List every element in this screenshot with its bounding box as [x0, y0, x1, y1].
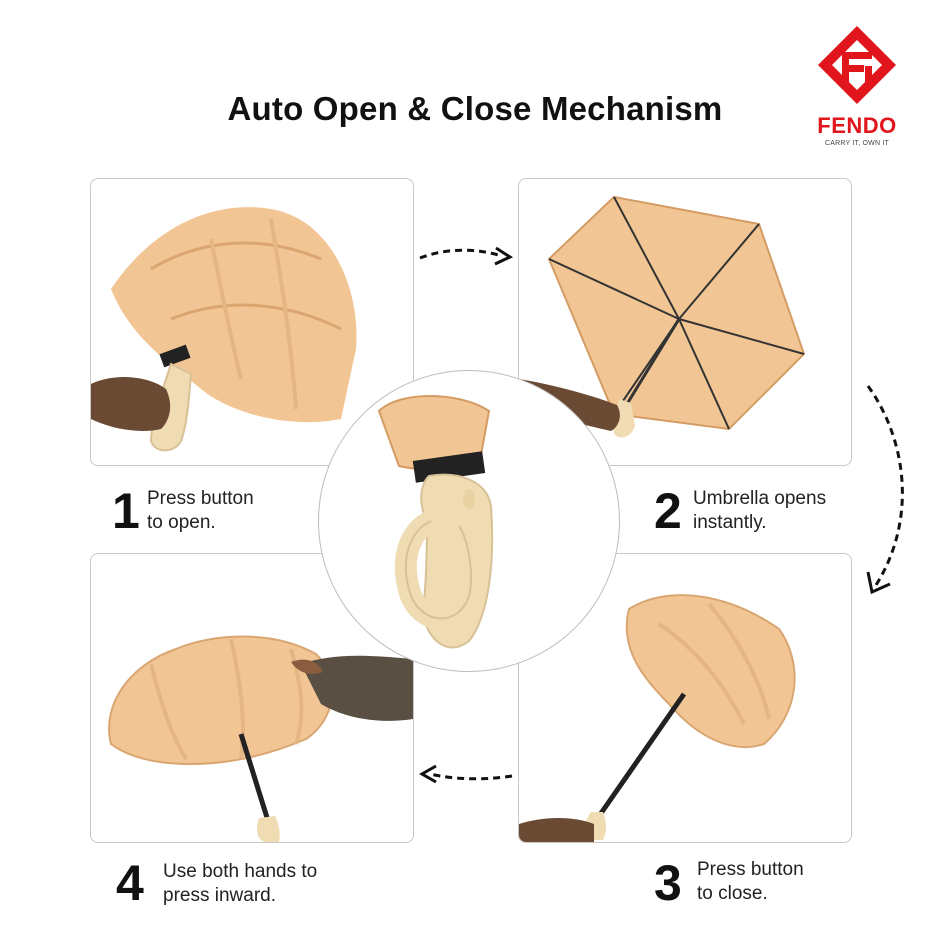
brand-tagline: CARRY IT, OWN IT [824, 140, 889, 147]
step-3-photo [518, 553, 852, 843]
arrow-right-icon [419, 246, 514, 266]
step-1-photo [90, 178, 414, 466]
open-umbrella-icon [519, 195, 806, 438]
arrow-left-icon [418, 764, 513, 784]
step-1-number: 1 [112, 483, 140, 539]
step-1-line1: Press button [147, 488, 254, 509]
step-4-line1: Use both hands to [163, 861, 318, 882]
brand-name: FENDO [817, 113, 897, 138]
step-2-number: 2 [654, 483, 682, 539]
step-3-line1: Press button [697, 859, 804, 880]
step-4-number: 4 [116, 855, 144, 911]
step-2-line2: instantly. [693, 512, 767, 533]
folded-umbrella-icon [91, 207, 357, 452]
closing-umbrella-icon [519, 594, 796, 842]
step-1-line2: to open. [147, 512, 216, 533]
handle-closeup [318, 370, 620, 672]
umbrella-handle-icon [377, 395, 494, 649]
step-2-line1: Umbrella opens [693, 488, 827, 509]
two-hand-close-icon [108, 635, 413, 842]
step-3-number: 3 [654, 855, 682, 911]
arrow-down-icon [866, 385, 904, 595]
step-4-line2: press inward. [163, 885, 276, 906]
page-title: Auto Open & Close Mechanism [227, 90, 723, 127]
fendo-logo-icon [818, 26, 896, 104]
step-3-line2: to close. [697, 883, 768, 904]
